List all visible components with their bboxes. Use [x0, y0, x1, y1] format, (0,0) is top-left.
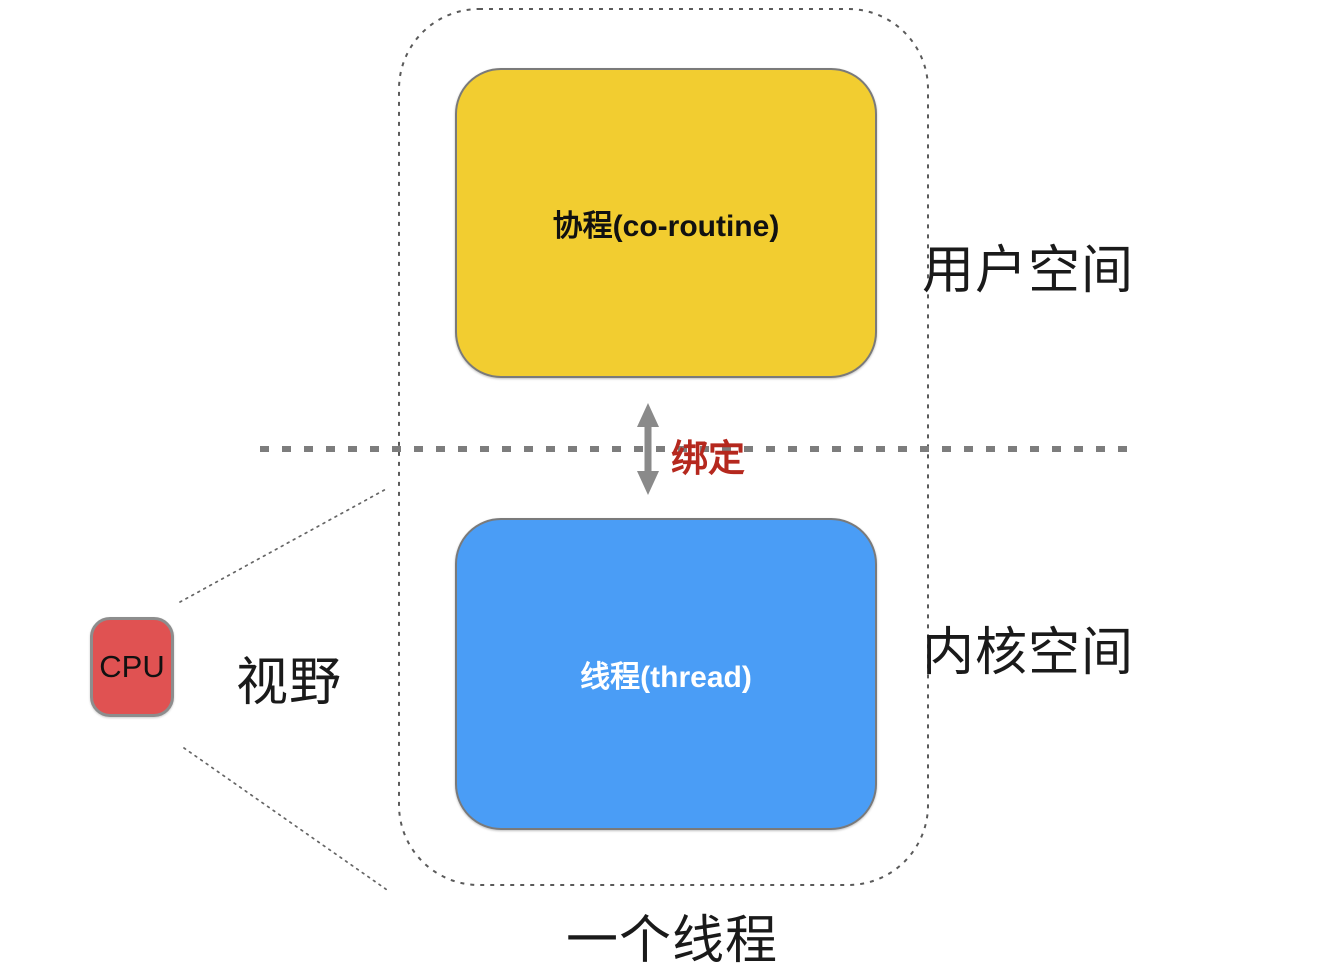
cpu-view-cone-line-top [179, 487, 389, 603]
cpu-box: CPU [90, 617, 174, 717]
cpu-view-cone-line-bottom [183, 747, 391, 893]
binding-arrow-head-down-icon [637, 471, 659, 495]
user-space-label: 用户空间 [922, 242, 1135, 300]
cpu-box-label: CPU [99, 649, 165, 684]
kernel-space-label: 内核空间 [922, 624, 1135, 682]
cpu-view-label: 视野 [236, 654, 343, 712]
coroutine-box-label: 协程(co-routine) [552, 210, 780, 243]
one-thread-caption: 一个线程 [566, 912, 779, 963]
thread-box-label: 线程(thread) [580, 661, 752, 694]
thread-box: 线程(thread) [455, 518, 877, 830]
binding-arrow-head-up-icon [637, 403, 659, 427]
coroutine-box: 协程(co-routine) [455, 68, 877, 378]
binding-label: 绑定 [671, 438, 745, 479]
